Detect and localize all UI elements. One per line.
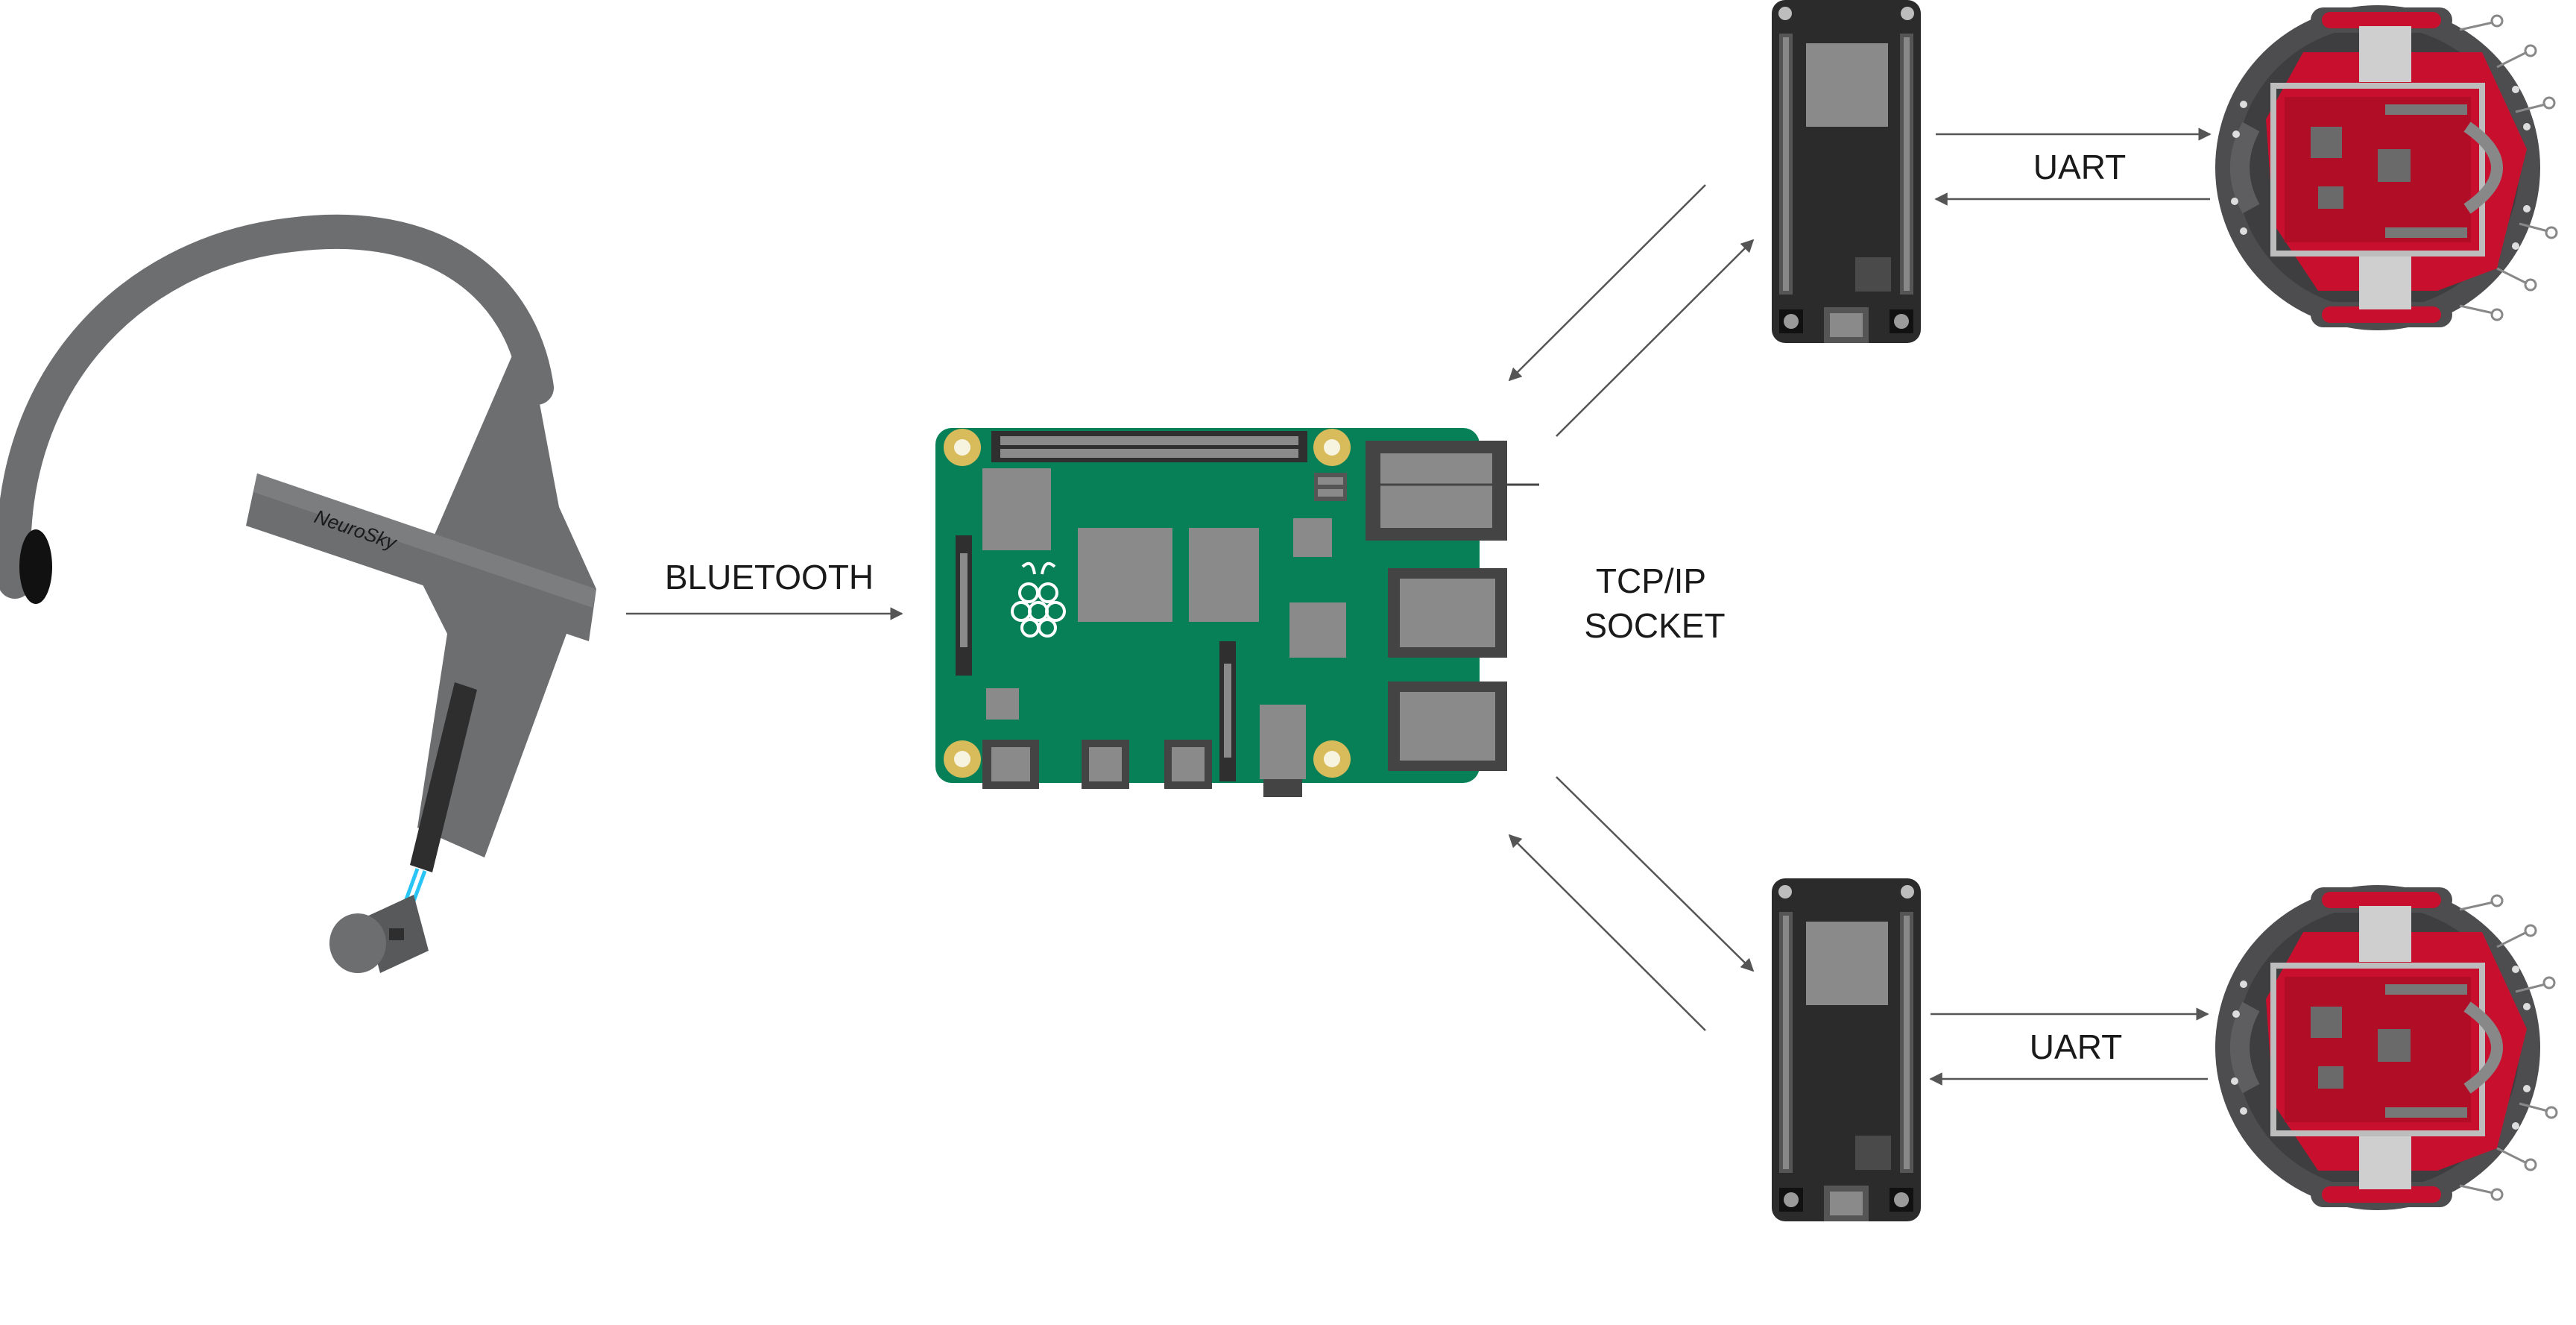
uart-label-top: UART	[2033, 148, 2126, 186]
uart-label-bottom: UART	[2030, 1027, 2122, 1066]
tcp-ip-label-line1: TCP/IP	[1596, 561, 1706, 600]
e-puck-robot-top-icon	[2215, 5, 2557, 330]
raspberry-pi-logo-icon	[1011, 561, 1066, 638]
wifi-module-top-icon	[1772, 0, 1921, 343]
wifi-module-bottom-icon	[1772, 878, 1921, 1221]
ear-clip	[329, 895, 429, 973]
bluetooth-label: BLUETOOTH	[665, 558, 874, 597]
tcp-arrow-to-module-bottom	[1556, 776, 1755, 972]
tcp-ip-label-line2: SOCKET	[1584, 606, 1725, 645]
tcp-arrow-to-pi-bottom	[1508, 834, 1706, 1031]
e-puck-robot-bottom-icon	[2215, 885, 2557, 1210]
tcp-arrow-to-module-top	[1556, 239, 1755, 437]
tcp-arrow-to-pi-top	[1508, 184, 1706, 382]
neurosky-arm: NeuroSky	[246, 473, 596, 641]
eeg-headset-icon: NeuroSky	[0, 214, 596, 973]
raspberry-pi-board-icon	[935, 428, 1539, 797]
